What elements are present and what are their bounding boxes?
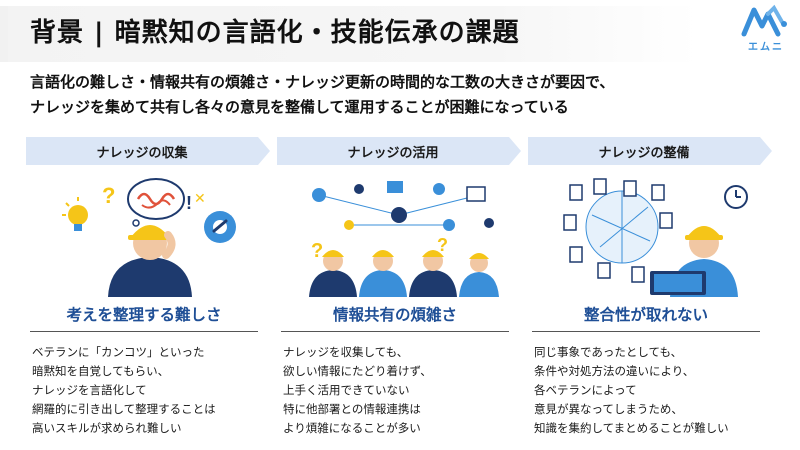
question-mark-icon: ? bbox=[102, 183, 115, 208]
lead-line-2: ナレッジを集めて共有し各々の意見を整備して運用することが困難になっている bbox=[30, 98, 569, 116]
description-line: 条件や対処方法の違いにより、 bbox=[534, 364, 695, 378]
description-line: 特に他部署との情報連携は bbox=[283, 402, 421, 416]
tag-label: ナレッジの整備 bbox=[598, 146, 690, 161]
chevron-tag: ナレッジの整備 bbox=[528, 137, 772, 165]
document-icons bbox=[563, 178, 673, 283]
lead-text: 言語化の難しさ・情報共有の煩雑さ・ナレッジ更新の時間的な工数の大きさが要因で、 … bbox=[30, 70, 780, 120]
lead-line-1: 言語化の難しさ・情報共有の煩雑さ・ナレッジ更新の時間的な工数の大きさが要因で、 bbox=[30, 73, 615, 91]
title-accent bbox=[0, 6, 8, 62]
description-line: 同じ事象であったとしても、 bbox=[534, 345, 683, 359]
column-description: ナレッジを収集しても、 欲しい情報にたどり着けず、 上手く活用できていない 特に… bbox=[283, 343, 519, 438]
column-heading: 整合性が取れない bbox=[583, 306, 708, 324]
divider bbox=[281, 331, 509, 332]
description-line: 網羅的に引き出して整理することは bbox=[32, 402, 216, 416]
network-icons bbox=[312, 181, 494, 231]
chevron-tag: ナレッジの活用 bbox=[277, 137, 521, 165]
tag-label: ナレッジの収集 bbox=[96, 146, 188, 161]
svg-text:?: ? bbox=[437, 235, 448, 255]
title-bar: 背景 | 暗黙知の言語化・技能伝承の課題 bbox=[0, 0, 800, 62]
worker-thinking-figure bbox=[108, 225, 192, 297]
exclamation-icon: !✕ bbox=[186, 190, 206, 213]
page-title: 背景 | 暗黙知の言語化・技能伝承の課題 bbox=[30, 18, 520, 48]
worker-group-figures bbox=[309, 250, 499, 297]
svg-text:✕: ✕ bbox=[194, 190, 206, 206]
column-heading: 考えを整理する難しさ bbox=[66, 306, 222, 324]
svg-text:?: ? bbox=[311, 240, 323, 262]
lightbulb-icon bbox=[62, 197, 88, 231]
description-line: 欲しい情報にたどり着けず、 bbox=[283, 364, 432, 378]
description-line: 高いスキルが求められ難しい bbox=[32, 421, 182, 435]
documents-laptop-illustration bbox=[563, 178, 748, 297]
column-description: ベテランに「カンコツ」といった 暗黙知を自覚してもらい、 ナレッジを言語化して … bbox=[32, 343, 268, 438]
column-collection: ナレッジの収集 ? !✕ 考えを整理する難しさ bbox=[26, 137, 270, 437]
gear-icon bbox=[204, 211, 236, 243]
worker-laptop-figure bbox=[650, 226, 738, 297]
description-line: 暗黙知を自覚してもらい、 bbox=[32, 364, 170, 378]
chevron-tag: ナレッジの収集 bbox=[26, 137, 270, 165]
description-line: 意見が異なってしまうため、 bbox=[534, 402, 683, 416]
description-line: ベテランに「カンコツ」といった bbox=[32, 345, 205, 359]
description-line: 知識を集約してまとめることが難しい bbox=[534, 421, 729, 435]
column-description: 同じ事象であったとしても、 条件や対処方法の違いにより、 各ベテランによって 意… bbox=[534, 343, 770, 438]
svg-text:!: ! bbox=[186, 193, 192, 213]
column-maintenance: ナレッジの整備 bbox=[528, 137, 772, 437]
question-mark-icon: ? ? bbox=[311, 235, 448, 262]
svg-text:?: ? bbox=[102, 183, 115, 208]
description-line: 各ベテランによって bbox=[534, 383, 637, 397]
logo-text: エムニ bbox=[748, 42, 784, 53]
description-line: ナレッジを収集しても、 bbox=[283, 345, 409, 359]
clock-icon bbox=[724, 185, 748, 209]
network-globe-icon bbox=[585, 190, 659, 264]
description-line: より煩雑になることが多い bbox=[283, 421, 421, 435]
divider bbox=[532, 331, 760, 332]
thinking-person-illustration: ? !✕ bbox=[62, 178, 236, 297]
team-sharing-illustration: ? ? bbox=[309, 181, 499, 297]
column-heading: 情報共有の煩雑さ bbox=[332, 306, 457, 324]
thought-bubble-icon bbox=[127, 178, 185, 227]
company-logo: エムニ bbox=[738, 4, 794, 54]
divider bbox=[30, 331, 258, 332]
column-utilization: ナレッジの活用 ? ? bbox=[277, 137, 521, 437]
description-line: 上手く活用できていない bbox=[283, 383, 410, 397]
logo-mark-icon bbox=[741, 4, 787, 37]
tag-label: ナレッジの活用 bbox=[347, 146, 439, 161]
description-line: ナレッジを言語化して bbox=[32, 383, 147, 397]
title-background bbox=[8, 6, 698, 62]
